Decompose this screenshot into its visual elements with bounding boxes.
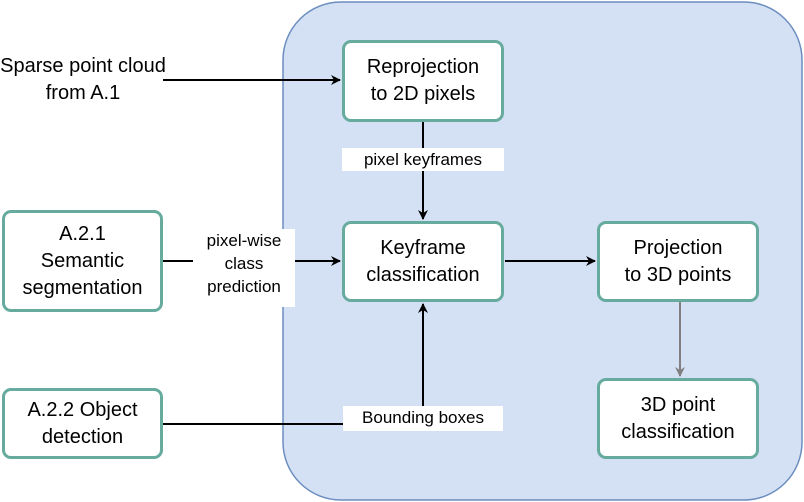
point-cls-line-1: 3D point <box>640 393 716 416</box>
point-classification-node: 3D point classification <box>597 378 759 459</box>
sparse-input-line-1: Sparse point <box>0 55 113 77</box>
projection-3d-node: Projection to 3D points <box>597 221 759 302</box>
reprojection-node: Reprojection to 2D pixels <box>342 40 504 122</box>
pixel-keyframes-label: pixel keyframes <box>342 148 504 171</box>
projection-line-2: to 3D points <box>624 263 732 286</box>
segmentation-line-2: Semantic <box>40 249 125 272</box>
keyframe-classification-node: Keyframe classification <box>342 221 504 302</box>
object-detection-node: A.2.2 Object detection <box>2 388 163 459</box>
reprojection-line-1: Reprojection <box>366 56 480 78</box>
pixel-wise-class-prediction-label: pixel-wise class prediction <box>193 229 295 307</box>
reprojection-line-2: to 2D pixels <box>370 83 476 105</box>
sparse-point-cloud-input: Sparse point cloud from A.1 <box>0 53 166 107</box>
keyframe-line-1: Keyframe <box>380 236 466 259</box>
segmentation-line-1: A.2.1 <box>59 222 106 245</box>
detection-line-2: detection <box>41 425 124 448</box>
semantic-segmentation-node: A.2.1 Semantic segmentation <box>2 210 163 312</box>
sparse-input-line-2: cloud from A.1 <box>45 55 166 104</box>
pixel-wise-line-1: pixel-wise <box>206 231 282 250</box>
point-cls-line-2: classification <box>621 420 735 443</box>
detection-line-1: A.2.2 Object <box>27 398 138 421</box>
keyframe-line-2: classification <box>366 263 480 286</box>
projection-line-1: Projection <box>633 236 723 259</box>
segmentation-line-3: segmentation <box>22 276 143 299</box>
pixel-wise-line-3: prediction <box>207 277 281 296</box>
pixel-wise-line-2: class <box>224 254 264 273</box>
bounding-boxes-label: Bounding boxes <box>343 406 503 431</box>
